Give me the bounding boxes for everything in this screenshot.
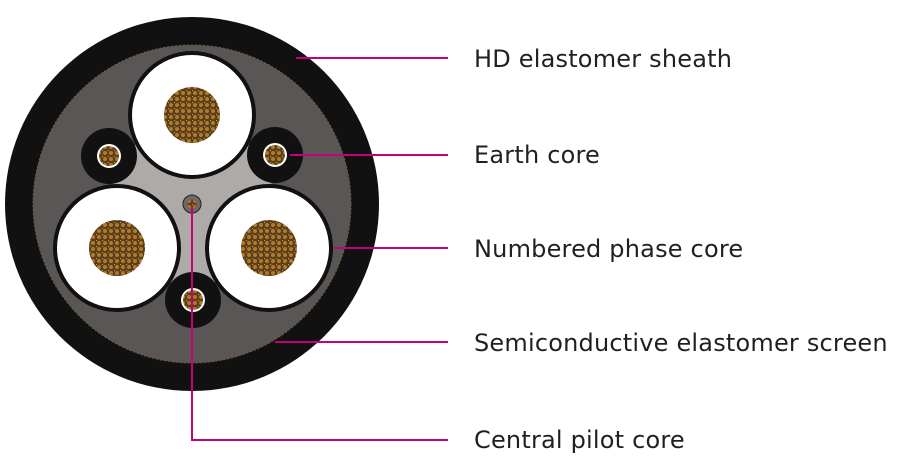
leader-line-pilot <box>191 206 448 441</box>
conductor <box>89 220 145 276</box>
earth-core-left <box>81 128 137 184</box>
phase-core-left <box>53 184 181 312</box>
phase-core-top <box>128 51 256 179</box>
conductor <box>164 87 220 143</box>
earth-core-right <box>247 127 303 183</box>
label-hd-elastomer-sheath: HD elastomer sheath <box>474 45 733 73</box>
label-central-pilot-core: Central pilot core <box>474 426 685 454</box>
label-earth-core: Earth core <box>474 141 600 169</box>
phase-core-right <box>205 184 333 312</box>
label-semiconductive-screen: Semiconductive elastomer screen <box>474 329 888 357</box>
label-numbered-phase-core: Numbered phase core <box>474 235 744 263</box>
conductor <box>241 220 297 276</box>
